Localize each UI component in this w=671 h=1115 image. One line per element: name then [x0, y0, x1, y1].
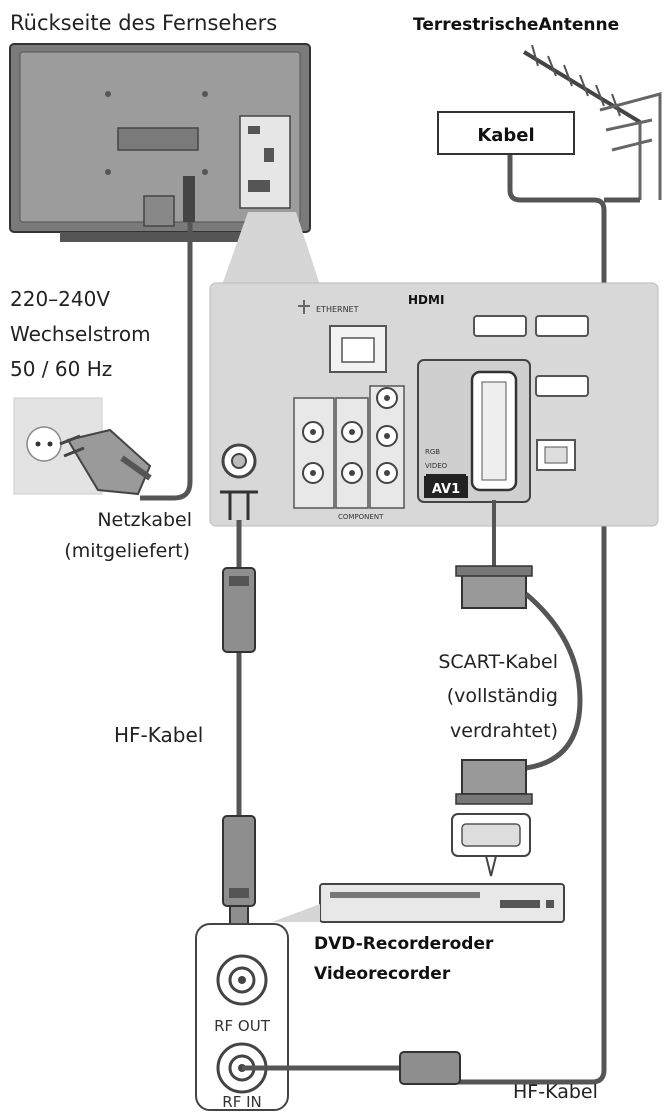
av1-label: AV1	[432, 482, 460, 497]
antenna-label: TerrestrischeAntenne	[413, 15, 619, 35]
tv-back-label: Rückseite des Fernsehers	[10, 11, 277, 35]
rgb-label: RGB	[425, 448, 440, 456]
rf-cable-bottom-label: HF-Kabel	[513, 1081, 598, 1103]
scart-cable-note-1: (vollständig	[447, 685, 558, 707]
power-plug-icon	[59, 428, 152, 496]
scart-cable	[455, 500, 583, 805]
video-label: VIDEO	[425, 462, 448, 470]
dvd-recorder	[319, 883, 565, 923]
rf-cable-left	[222, 520, 256, 937]
antenna-icon	[522, 44, 662, 200]
recorder-label: DVD-Recorderoder	[314, 934, 494, 954]
ac-label: Wechselstrom	[10, 322, 151, 346]
power-cable	[140, 218, 193, 501]
rf-in-label: RF IN	[222, 1093, 261, 1111]
tv-back	[9, 43, 311, 242]
frequency-label: 50 / 60 Hz	[10, 357, 112, 381]
component-label: COMPONENT	[338, 513, 384, 521]
rf-plug-bottom	[399, 1051, 461, 1085]
jack-panel	[209, 282, 659, 527]
scart-cable-label: SCART-Kabel	[438, 651, 558, 673]
hdmi-logo: HDMI	[408, 293, 444, 307]
cable-box	[437, 111, 575, 155]
zoom-wedge	[222, 212, 320, 285]
power-cable-note: (mitgeliefert)	[64, 540, 190, 562]
ethernet-port-label: ETHERNET	[316, 305, 359, 314]
antenna-cable	[450, 150, 607, 1085]
voltage-label: 220–240V	[10, 287, 110, 311]
recorder-label-2: Videorecorder	[314, 964, 451, 984]
scart-cable-note-2: verdrahtet)	[450, 720, 558, 742]
rf-cable-left-label: HF-Kabel	[114, 723, 203, 747]
rf-callout-box	[195, 923, 289, 1111]
cable-box-label: Kabel	[477, 125, 534, 146]
power-cable-label: Netzkabel	[97, 509, 192, 531]
rf-out-label: RF OUT	[214, 1017, 271, 1035]
